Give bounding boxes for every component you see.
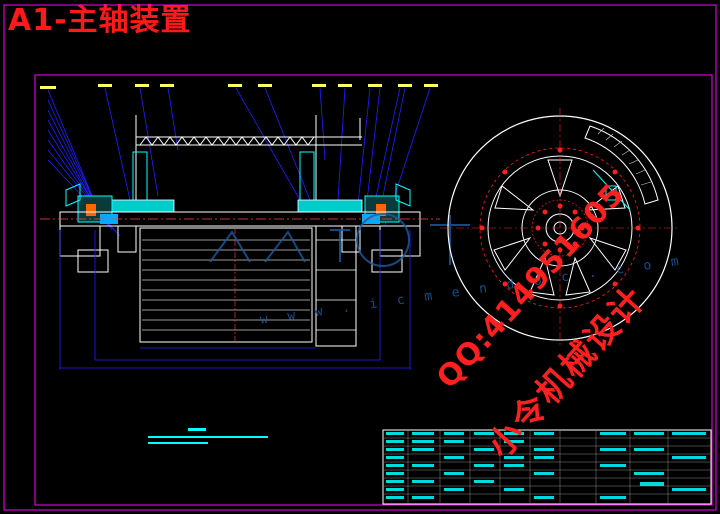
sheet-inner-frame — [34, 74, 713, 506]
bolt-holes — [479, 147, 641, 309]
title-block — [382, 429, 712, 505]
scale-bars — [148, 428, 268, 444]
watermark-logo — [209, 213, 470, 267]
dimension-lines — [59, 230, 411, 370]
detail-hatch — [597, 127, 652, 186]
shaft — [40, 211, 440, 273]
sheet-outer-frame — [3, 4, 717, 511]
top-truss — [135, 115, 362, 205]
drum-body — [139, 225, 357, 347]
main-shaft-section-view — [40, 84, 470, 370]
drawing-title: A1-主轴装置 — [8, 3, 192, 38]
wheel-spokes — [493, 159, 627, 296]
hub-assembly — [65, 151, 411, 224]
end-view-wheel — [440, 108, 680, 348]
part-number-labels — [40, 84, 438, 89]
